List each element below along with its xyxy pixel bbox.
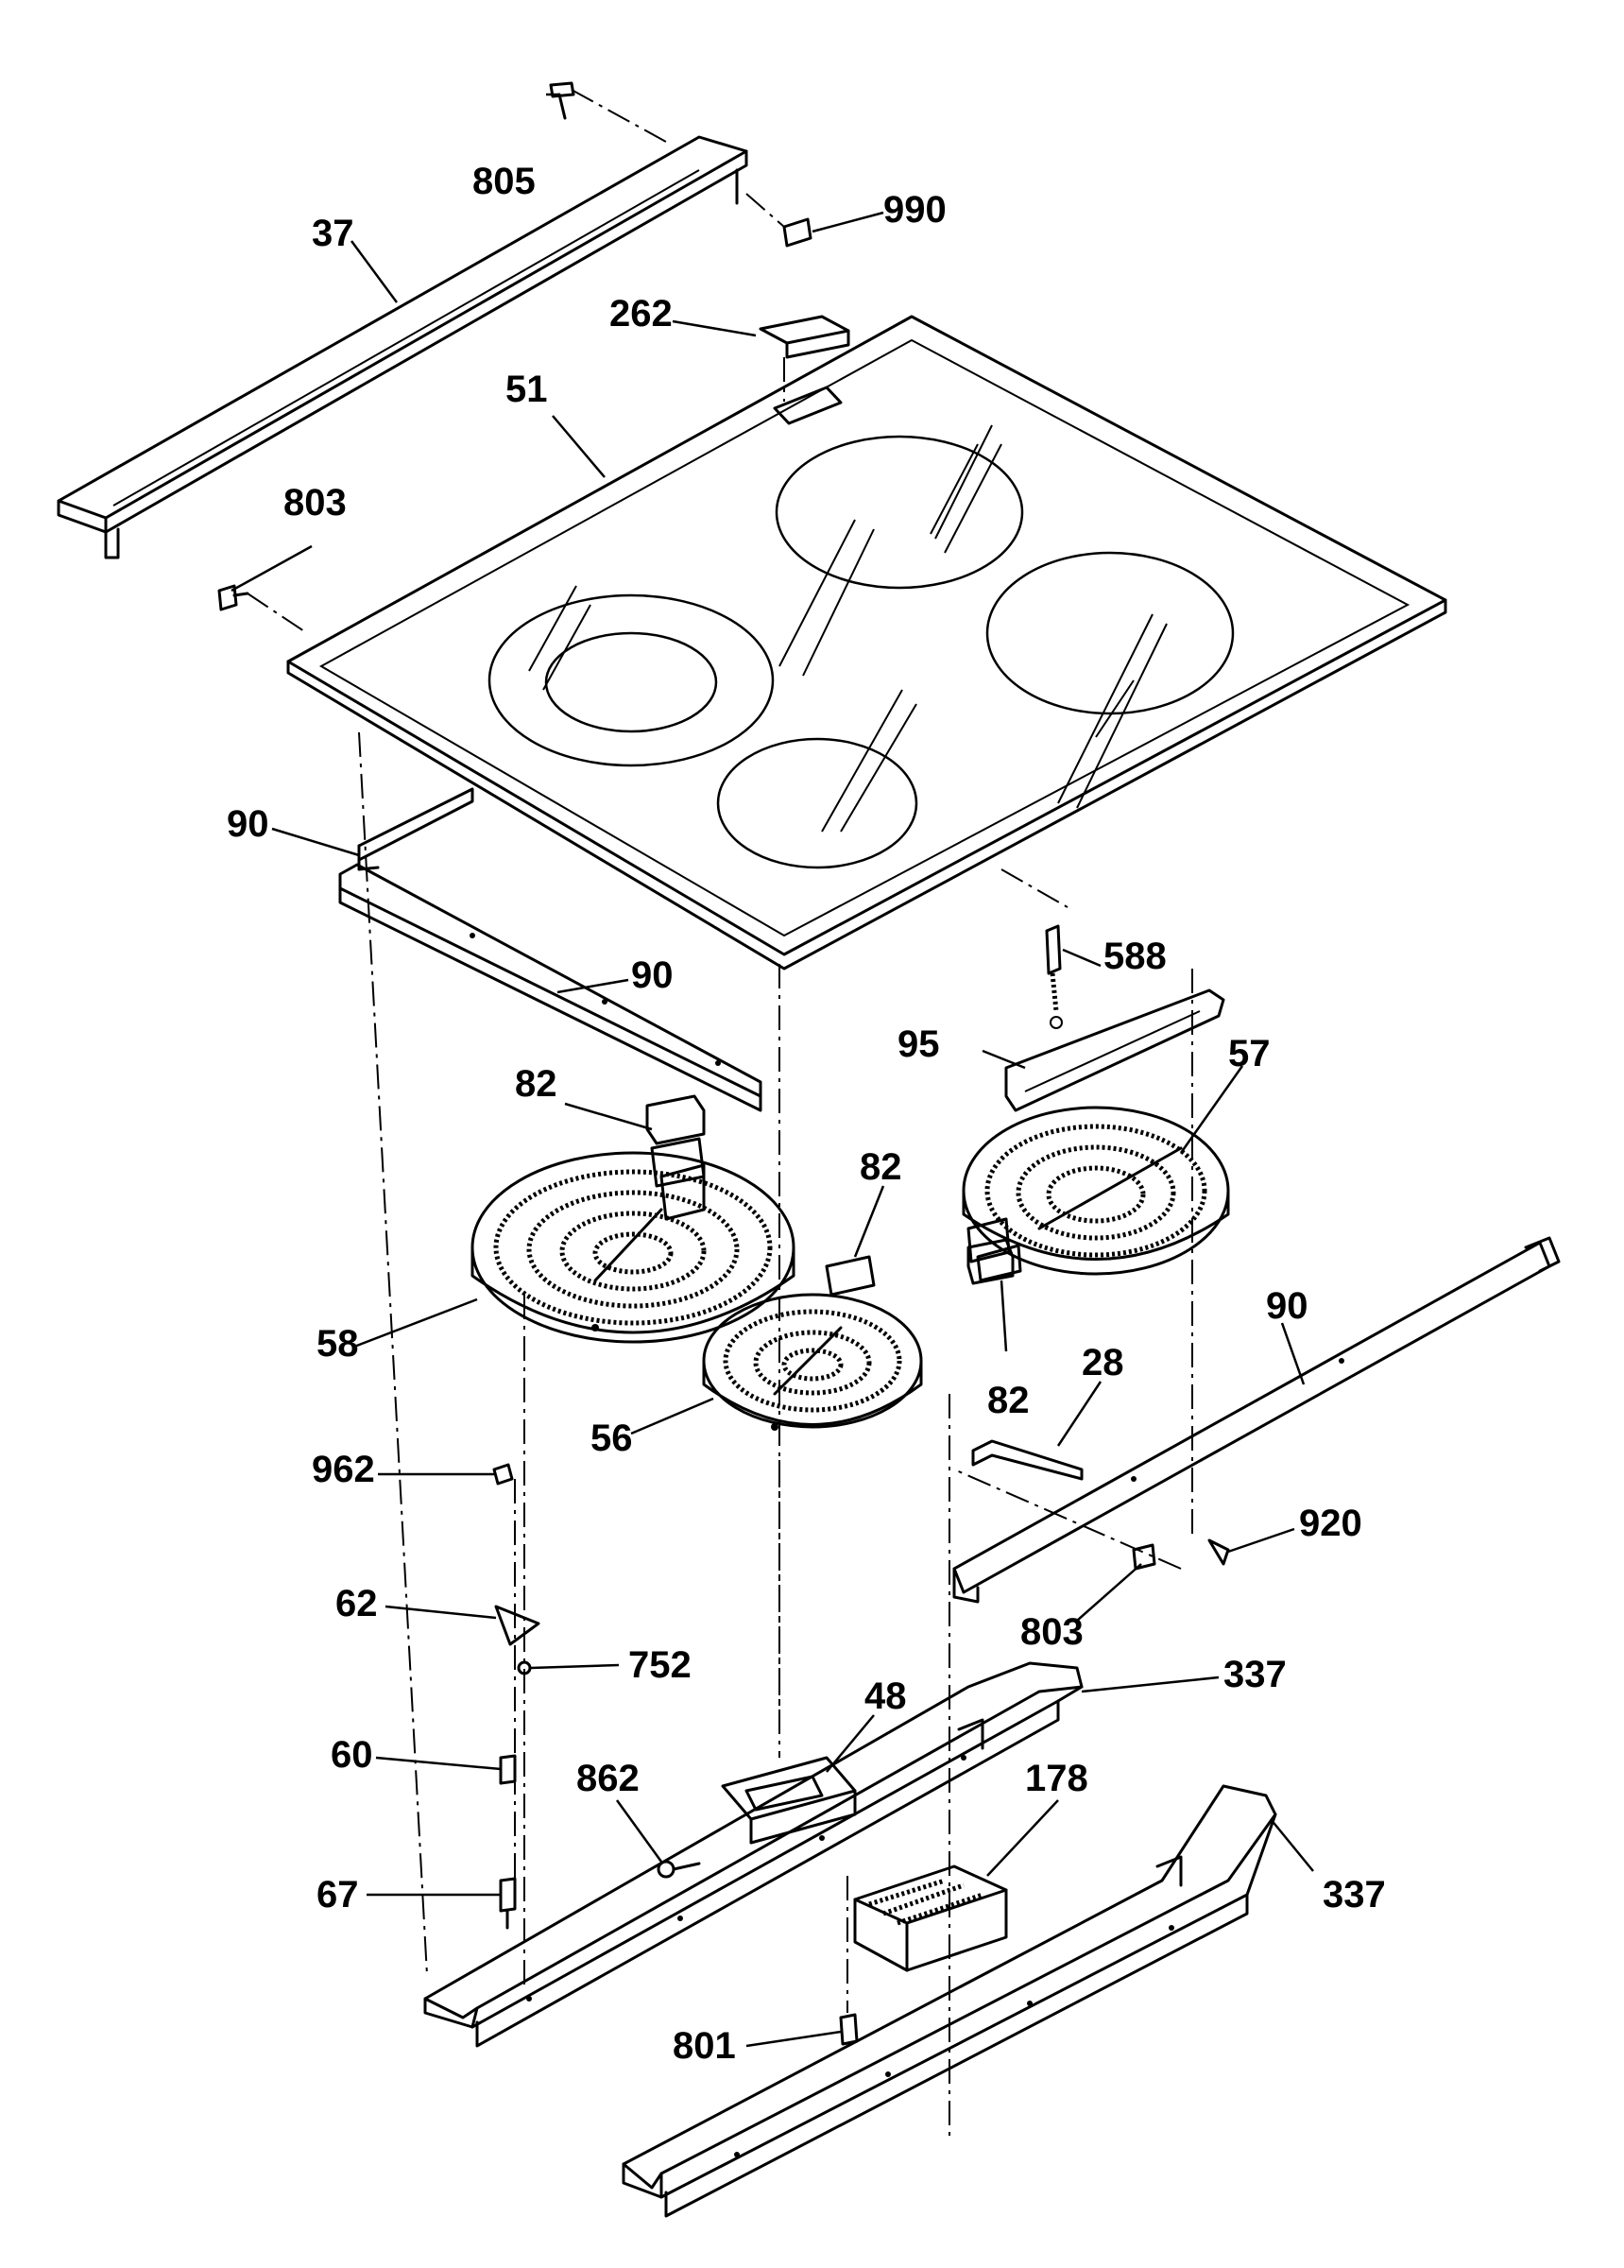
callout-62: 62 <box>335 1583 378 1624</box>
callout-57: 57 <box>1228 1033 1271 1074</box>
latch-48 <box>721 1756 857 1845</box>
callout-752: 752 <box>628 1644 692 1686</box>
pin-67 <box>499 1877 517 1930</box>
spring-60 <box>499 1754 517 1785</box>
axis-990 <box>745 193 785 228</box>
sensor-588 <box>1045 924 1062 1012</box>
axis-805 <box>571 89 667 143</box>
screw-801 <box>839 2013 859 2046</box>
probe-920 <box>1207 1538 1230 1566</box>
callout-588: 588 <box>1103 936 1167 977</box>
callout-337-lower: 337 <box>1323 1874 1386 1916</box>
channel-337-lower <box>622 1784 1277 2218</box>
callout-56: 56 <box>590 1418 633 1459</box>
screw-805 <box>549 81 575 120</box>
callout-805: 805 <box>472 161 536 202</box>
bracket-262 <box>759 315 850 359</box>
callout-82-left: 82 <box>515 1063 557 1105</box>
trim-rail-37 <box>57 135 748 559</box>
filter-box-178 <box>853 1864 1008 1972</box>
callout-82-middle: 82 <box>860 1146 902 1188</box>
alignment-lines <box>358 731 1193 2140</box>
terminal-block-82a <box>645 1094 706 1145</box>
callout-95: 95 <box>897 1023 940 1065</box>
rail-90-front <box>338 863 762 1112</box>
bracket-28 <box>971 1439 1084 1481</box>
terminal-block-82c <box>966 1238 1015 1285</box>
callout-337-upper: 337 <box>1223 1654 1287 1695</box>
axis-803-upper <box>247 593 308 634</box>
callout-60: 60 <box>331 1734 373 1776</box>
burner-56 <box>702 1255 923 1431</box>
leader-lines <box>231 93 1314 2048</box>
callout-90-left: 90 <box>227 803 269 845</box>
callout-990: 990 <box>883 189 947 231</box>
callout-90-front: 90 <box>631 954 674 996</box>
callout-28: 28 <box>1082 1342 1124 1383</box>
callout-labels: 805 990 37 262 51 803 90 90 588 95 57 82… <box>227 161 1386 2067</box>
callout-82-right: 82 <box>987 1380 1030 1421</box>
clip-990 <box>782 217 812 248</box>
screw-862 <box>657 1860 701 1879</box>
callout-862: 862 <box>576 1758 640 1799</box>
callout-37: 37 <box>312 213 354 254</box>
callout-67: 67 <box>316 1874 359 1916</box>
callout-920: 920 <box>1299 1503 1362 1544</box>
callout-51: 51 <box>505 369 548 410</box>
callout-178: 178 <box>1025 1758 1088 1799</box>
callout-803-upper: 803 <box>283 482 347 524</box>
screw-803-lower <box>1132 1543 1156 1571</box>
callout-803-lower: 803 <box>1020 1611 1084 1653</box>
screw-803-upper <box>217 584 249 611</box>
callout-90-right: 90 <box>1266 1285 1308 1327</box>
callout-962: 962 <box>312 1449 375 1490</box>
channel-337-upper <box>423 1661 1084 2048</box>
burner-58 <box>470 1137 795 1344</box>
callout-801: 801 <box>673 2025 736 2067</box>
callout-48: 48 <box>864 1675 907 1717</box>
bracket-62 <box>494 1605 540 1646</box>
glass-cooktop-51 <box>286 315 1447 971</box>
callout-58: 58 <box>316 1323 359 1365</box>
rail-90-right <box>952 1236 1561 1604</box>
rail-90-left <box>357 787 474 871</box>
clip-962 <box>492 1463 514 1486</box>
burner-57 <box>962 1106 1230 1282</box>
callout-262: 262 <box>609 293 673 335</box>
bracket-95 <box>1004 988 1225 1112</box>
